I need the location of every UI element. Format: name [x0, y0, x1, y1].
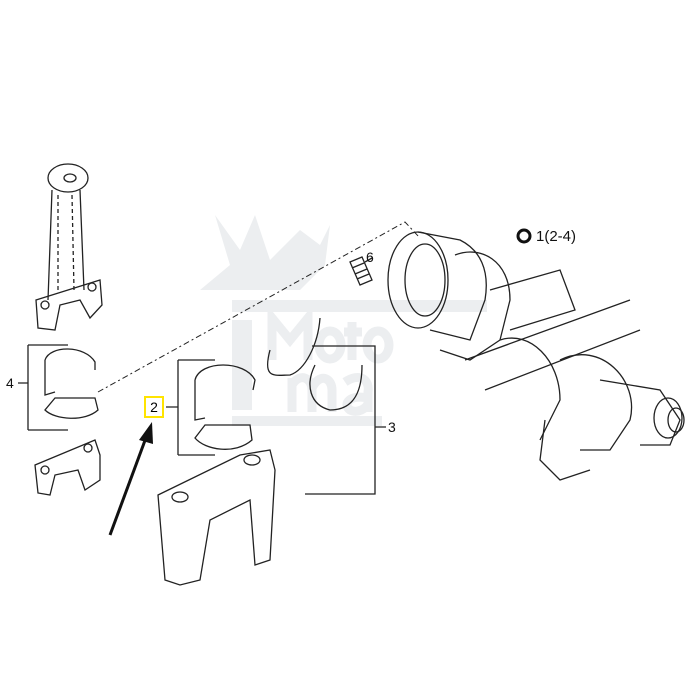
- circle-outline-icon: [516, 228, 532, 244]
- thrust-washers: [266, 317, 386, 495]
- connecting-rod: [35, 163, 103, 331]
- watermark-logo: [200, 215, 487, 426]
- callout-4: 4: [6, 375, 14, 391]
- callout-2-highlighted: 2: [144, 396, 164, 418]
- rod-cap: [34, 439, 101, 496]
- callout-3: 3: [388, 419, 396, 435]
- main-bearing-shells: [166, 359, 256, 456]
- rod-bearing-shells: [18, 344, 99, 431]
- main-bearing-cap: [157, 449, 276, 586]
- pointer-arrow: [108, 422, 153, 536]
- pilot-bushing: [349, 256, 373, 286]
- crankshaft: [387, 231, 685, 481]
- callout-6: 6: [366, 249, 374, 265]
- kit-label: 1(2-4): [536, 228, 577, 245]
